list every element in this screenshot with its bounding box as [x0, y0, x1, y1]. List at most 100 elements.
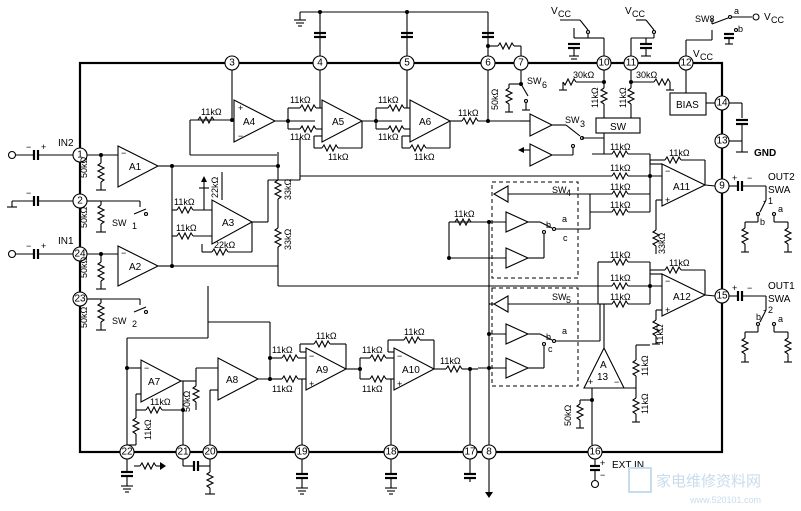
sw1-area: 50kΩ SW 1	[79, 200, 149, 233]
svg-text:−: −	[26, 241, 31, 251]
amp-a4: 11kΩ A4 + −	[189, 70, 315, 156]
amp-a12: 11kΩ 11kΩ 11kΩ A12 − + 11kΩ 11kΩ	[277, 250, 716, 345]
svg-text:A4: A4	[243, 117, 256, 128]
svg-text:家电维修资料网: 家电维修资料网	[656, 473, 761, 490]
input-in1: IN1 − +	[7, 236, 74, 259]
svg-text:11kΩ: 11kΩ	[272, 384, 293, 394]
svg-text:−: −	[600, 470, 605, 480]
amp-a5: 11kΩ 11kΩ A5 11kΩ	[286, 70, 402, 162]
svg-text:+: +	[732, 283, 737, 293]
svg-text:-: -	[763, 305, 766, 315]
svg-text:b: b	[546, 220, 551, 230]
svg-text:11kΩ: 11kΩ	[610, 182, 631, 192]
pin-10: 10	[596, 55, 612, 71]
svg-text:A6: A6	[419, 117, 432, 128]
svg-text:+: +	[41, 241, 46, 251]
svg-text:CC: CC	[700, 52, 713, 62]
amp-a2: A2 − 50kΩ	[79, 245, 172, 290]
pin-17: 17	[462, 444, 478, 460]
svg-text:−: −	[665, 276, 670, 286]
svg-text:11kΩ: 11kΩ	[618, 87, 628, 108]
svg-text:50kΩ: 50kΩ	[79, 306, 89, 328]
svg-text:11kΩ: 11kΩ	[362, 345, 383, 355]
svg-text:30kΩ: 30kΩ	[573, 70, 595, 80]
input-in2: IN2 − +	[7, 138, 74, 160]
svg-text:1: 1	[132, 221, 137, 231]
svg-text:OUT1: OUT1	[768, 281, 795, 292]
amp-a1: A1 − 50kΩ	[79, 145, 172, 191]
svg-text:11kΩ: 11kΩ	[404, 327, 425, 337]
svg-text:11kΩ: 11kΩ	[290, 132, 311, 142]
svg-text:SW: SW	[552, 292, 567, 302]
svg-text:2: 2	[77, 196, 83, 207]
svg-text:3: 3	[580, 119, 585, 129]
ext-in: + − EXT IN	[590, 458, 644, 489]
svg-text:−: −	[665, 166, 670, 176]
resistor-33k-pair: 33kΩ 33kΩ	[172, 138, 301, 267]
svg-text:11kΩ: 11kΩ	[362, 384, 383, 394]
svg-text:c: c	[548, 344, 553, 354]
svg-text:11kΩ: 11kΩ	[378, 132, 399, 142]
svg-text:SW: SW	[565, 115, 580, 125]
amp-a7: A7 − 11kΩ 11kΩ	[125, 286, 209, 446]
vcc-switch-pin11: V CC	[625, 6, 657, 57]
svg-text:A9: A9	[316, 365, 329, 376]
sw4-block: SW 4 b a c 11kΩ	[447, 181, 591, 279]
svg-text:11kΩ: 11kΩ	[272, 345, 293, 355]
svg-text:11kΩ: 11kΩ	[176, 223, 197, 233]
svg-text:11kΩ: 11kΩ	[150, 397, 171, 407]
amp-a11: 11kΩ 11kΩ 11kΩ 11kΩ A11 − + 11kΩ 33kΩ	[300, 140, 716, 254]
svg-text:7: 7	[518, 58, 524, 69]
svg-text:11kΩ: 11kΩ	[640, 393, 650, 414]
pin-9: 9	[714, 178, 730, 194]
pin-21: 21	[175, 444, 191, 460]
svg-text:11kΩ: 11kΩ	[610, 273, 631, 283]
svg-text:A11: A11	[673, 182, 690, 193]
svg-text:www.520101.com: www.520101.com	[689, 495, 761, 505]
svg-text:b: b	[546, 332, 551, 342]
pin-6: 6	[480, 55, 496, 71]
svg-text:4: 4	[317, 58, 323, 69]
svg-text:4: 4	[566, 188, 571, 198]
svg-text:11kΩ: 11kΩ	[655, 324, 665, 345]
svg-text:+: +	[588, 377, 593, 387]
out1-switch: + − OUT1 SWA - 2 b a	[729, 281, 795, 363]
svg-text:A2: A2	[129, 262, 142, 273]
svg-text:1: 1	[77, 150, 83, 161]
svg-text:IN1: IN1	[58, 236, 74, 247]
svg-text:50kΩ: 50kΩ	[79, 206, 89, 228]
sw-block: 30kΩ 30kΩ 11kΩ 11kΩ SW	[559, 70, 674, 140]
svg-text:a: a	[778, 314, 783, 324]
watermark: 家电维修资料网 www.520101.com	[628, 467, 761, 505]
svg-text:50kΩ: 50kΩ	[490, 88, 500, 110]
gnd-cap: GND	[729, 102, 776, 159]
svg-text:SW: SW	[112, 218, 127, 228]
svg-text:22: 22	[121, 447, 133, 458]
pin-18: 18	[383, 444, 399, 460]
svg-text:−: −	[121, 248, 126, 258]
svg-text:20: 20	[204, 447, 216, 458]
svg-text:b: b	[760, 217, 765, 227]
svg-text:GND: GND	[754, 148, 776, 159]
svg-text:+: +	[732, 173, 737, 183]
svg-text:A5: A5	[332, 117, 345, 128]
svg-text:22kΩ: 22kΩ	[214, 240, 236, 250]
svg-text:+: +	[665, 195, 670, 205]
svg-text:24: 24	[74, 249, 86, 260]
svg-text:15: 15	[716, 291, 728, 302]
svg-text:−: −	[26, 142, 31, 152]
svg-text:50kΩ: 50kΩ	[79, 156, 89, 178]
svg-text:V: V	[551, 6, 558, 17]
svg-text:11kΩ: 11kΩ	[610, 292, 631, 302]
svg-text:11kΩ: 11kΩ	[201, 107, 222, 117]
svg-text:SWA: SWA	[768, 185, 791, 196]
svg-text:CC: CC	[632, 9, 645, 19]
svg-text:SWA: SWA	[768, 294, 791, 305]
top-bias-rail	[294, 10, 522, 56]
svg-text:SW8: SW8	[695, 14, 715, 24]
pin-22: 22	[119, 444, 135, 460]
svg-text:11kΩ: 11kΩ	[174, 197, 195, 207]
svg-text:33kΩ: 33kΩ	[283, 178, 293, 200]
svg-text:a: a	[562, 326, 567, 336]
